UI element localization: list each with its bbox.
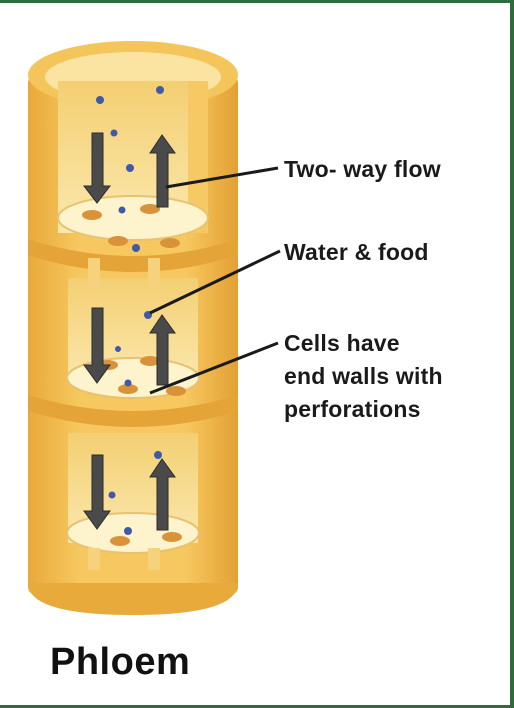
- label-water-food: Water & food: [284, 239, 429, 265]
- diagram-title: Phloem: [50, 641, 191, 683]
- flow-arrows: [82, 132, 176, 531]
- label-cells-end-walls-line-3: perforations: [284, 396, 421, 422]
- up-arrow-icon: [149, 134, 176, 208]
- label-pointers: [149, 166, 281, 395]
- label-two-way-flow: Two- way flow: [284, 156, 441, 182]
- up-arrow-icon: [149, 314, 176, 386]
- label-cells-end-walls-line-2: end walls with: [284, 363, 443, 389]
- down-arrow-icon: [82, 132, 112, 204]
- down-arrow-icon: [83, 454, 111, 530]
- phloem-illustration: [28, 41, 281, 615]
- up-arrow-icon: [149, 458, 176, 531]
- sieve-plate: [57, 195, 209, 241]
- cell-segment-1: [57, 81, 209, 248]
- down-arrow-icon: [83, 307, 111, 384]
- sieve-plate: [66, 512, 200, 554]
- cell-joint: [28, 239, 238, 272]
- label-cells-end-walls-line-1: Cells have: [284, 330, 400, 356]
- cell-joint: [28, 395, 238, 427]
- food-particles: [96, 86, 164, 535]
- cell-segment-2: [66, 258, 200, 399]
